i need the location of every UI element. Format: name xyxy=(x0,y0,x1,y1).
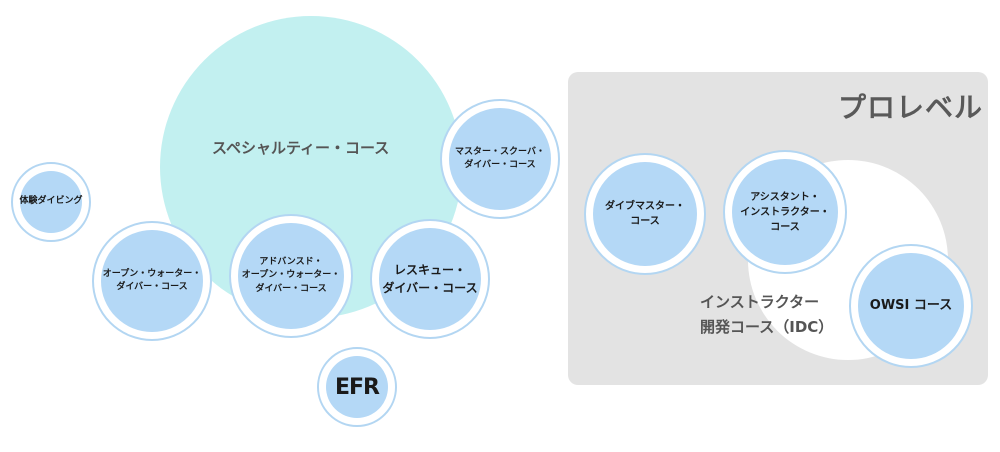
advanced-open-water-node[interactable]: アドバンスド・ オープン・ウォーター・ ダイバー・コース xyxy=(229,214,353,338)
assistant-line1: アシスタント・ xyxy=(750,191,820,203)
master-scuba-line2: ダイバー・コース xyxy=(464,160,536,170)
advanced-line1: アドバンスド・ xyxy=(259,256,323,267)
advanced-open-water-inner: アドバンスド・ オープン・ウォーター・ ダイバー・コース xyxy=(238,223,344,329)
open-water-inner: オープン・ウォーター・ ダイバー・コース xyxy=(101,230,203,332)
advanced-open-water-label: アドバンスド・ オープン・ウォーター・ ダイバー・コース xyxy=(242,256,340,297)
trial-diving-node[interactable]: 体験ダイビング xyxy=(11,162,91,242)
advanced-line3: ダイバー・コース xyxy=(255,283,327,294)
idc-label: インストラクター 開発コース（IDC） xyxy=(700,290,840,340)
specialty-course-label: スペシャルティー・コース xyxy=(212,139,390,157)
rescue-line1: レスキュー・ xyxy=(393,263,466,277)
owsi-label: OWSI コース xyxy=(870,296,952,316)
divemaster-node[interactable]: ダイブマスター・ コース xyxy=(584,153,706,275)
divemaster-label: ダイブマスター・ コース xyxy=(605,199,685,229)
owsi-line1: OWSI コース xyxy=(869,298,953,314)
rescue-diver-inner: レスキュー・ ダイバー・コース xyxy=(379,228,481,330)
efr-line1: EFR xyxy=(335,374,380,400)
efr-inner: EFR xyxy=(326,356,388,418)
pro-level-title: プロレベル xyxy=(838,91,984,124)
idc-label-line2: 開発コース（IDC） xyxy=(700,318,834,336)
divemaster-inner: ダイブマスター・ コース xyxy=(593,162,697,266)
trial-diving-line1: 体験ダイビング xyxy=(19,196,83,207)
open-water-line2: ダイバー・コース xyxy=(116,282,188,292)
efr-node[interactable]: EFR xyxy=(317,347,397,427)
assistant-instructor-node[interactable]: アシスタント・ インストラクター・ コース xyxy=(723,150,847,274)
idc-label-line1: インストラクター xyxy=(700,293,820,311)
owsi-node[interactable]: OWSI コース xyxy=(849,244,973,368)
master-scuba-diver-node[interactable]: マスター・スクーバ・ ダイバー・コース xyxy=(440,99,560,219)
trial-diving-inner: 体験ダイビング xyxy=(20,171,83,233)
efr-label: EFR xyxy=(335,371,380,404)
assistant-line3: コース xyxy=(770,221,800,233)
rescue-diver-label: レスキュー・ ダイバー・コース xyxy=(382,261,477,297)
trial-diving-label: 体験ダイビング xyxy=(20,195,83,209)
open-water-node[interactable]: オープン・ウォーター・ ダイバー・コース xyxy=(92,221,212,341)
rescue-line2: ダイバー・コース xyxy=(382,281,478,295)
rescue-diver-node[interactable]: レスキュー・ ダイバー・コース xyxy=(370,219,490,339)
master-scuba-diver-label: マスター・スクーバ・ ダイバー・コース xyxy=(455,146,545,173)
owsi-inner: OWSI コース xyxy=(858,253,964,359)
master-scuba-line1: マスター・スクーバ・ xyxy=(455,146,545,157)
advanced-line2: オープン・ウォーター・ xyxy=(241,270,341,281)
assistant-instructor-inner: アシスタント・ インストラクター・ コース xyxy=(732,159,838,265)
master-scuba-diver-inner: マスター・スクーバ・ ダイバー・コース xyxy=(449,108,551,210)
divemaster-line1: ダイブマスター・ xyxy=(605,201,685,212)
assistant-line2: インストラクター・ xyxy=(740,206,830,218)
open-water-label: オープン・ウォーター・ ダイバー・コース xyxy=(103,268,201,295)
open-water-line1: オープン・ウォーター・ xyxy=(102,268,202,279)
divemaster-line2: コース xyxy=(630,216,660,227)
assistant-instructor-label: アシスタント・ インストラクター・ コース xyxy=(740,190,829,235)
